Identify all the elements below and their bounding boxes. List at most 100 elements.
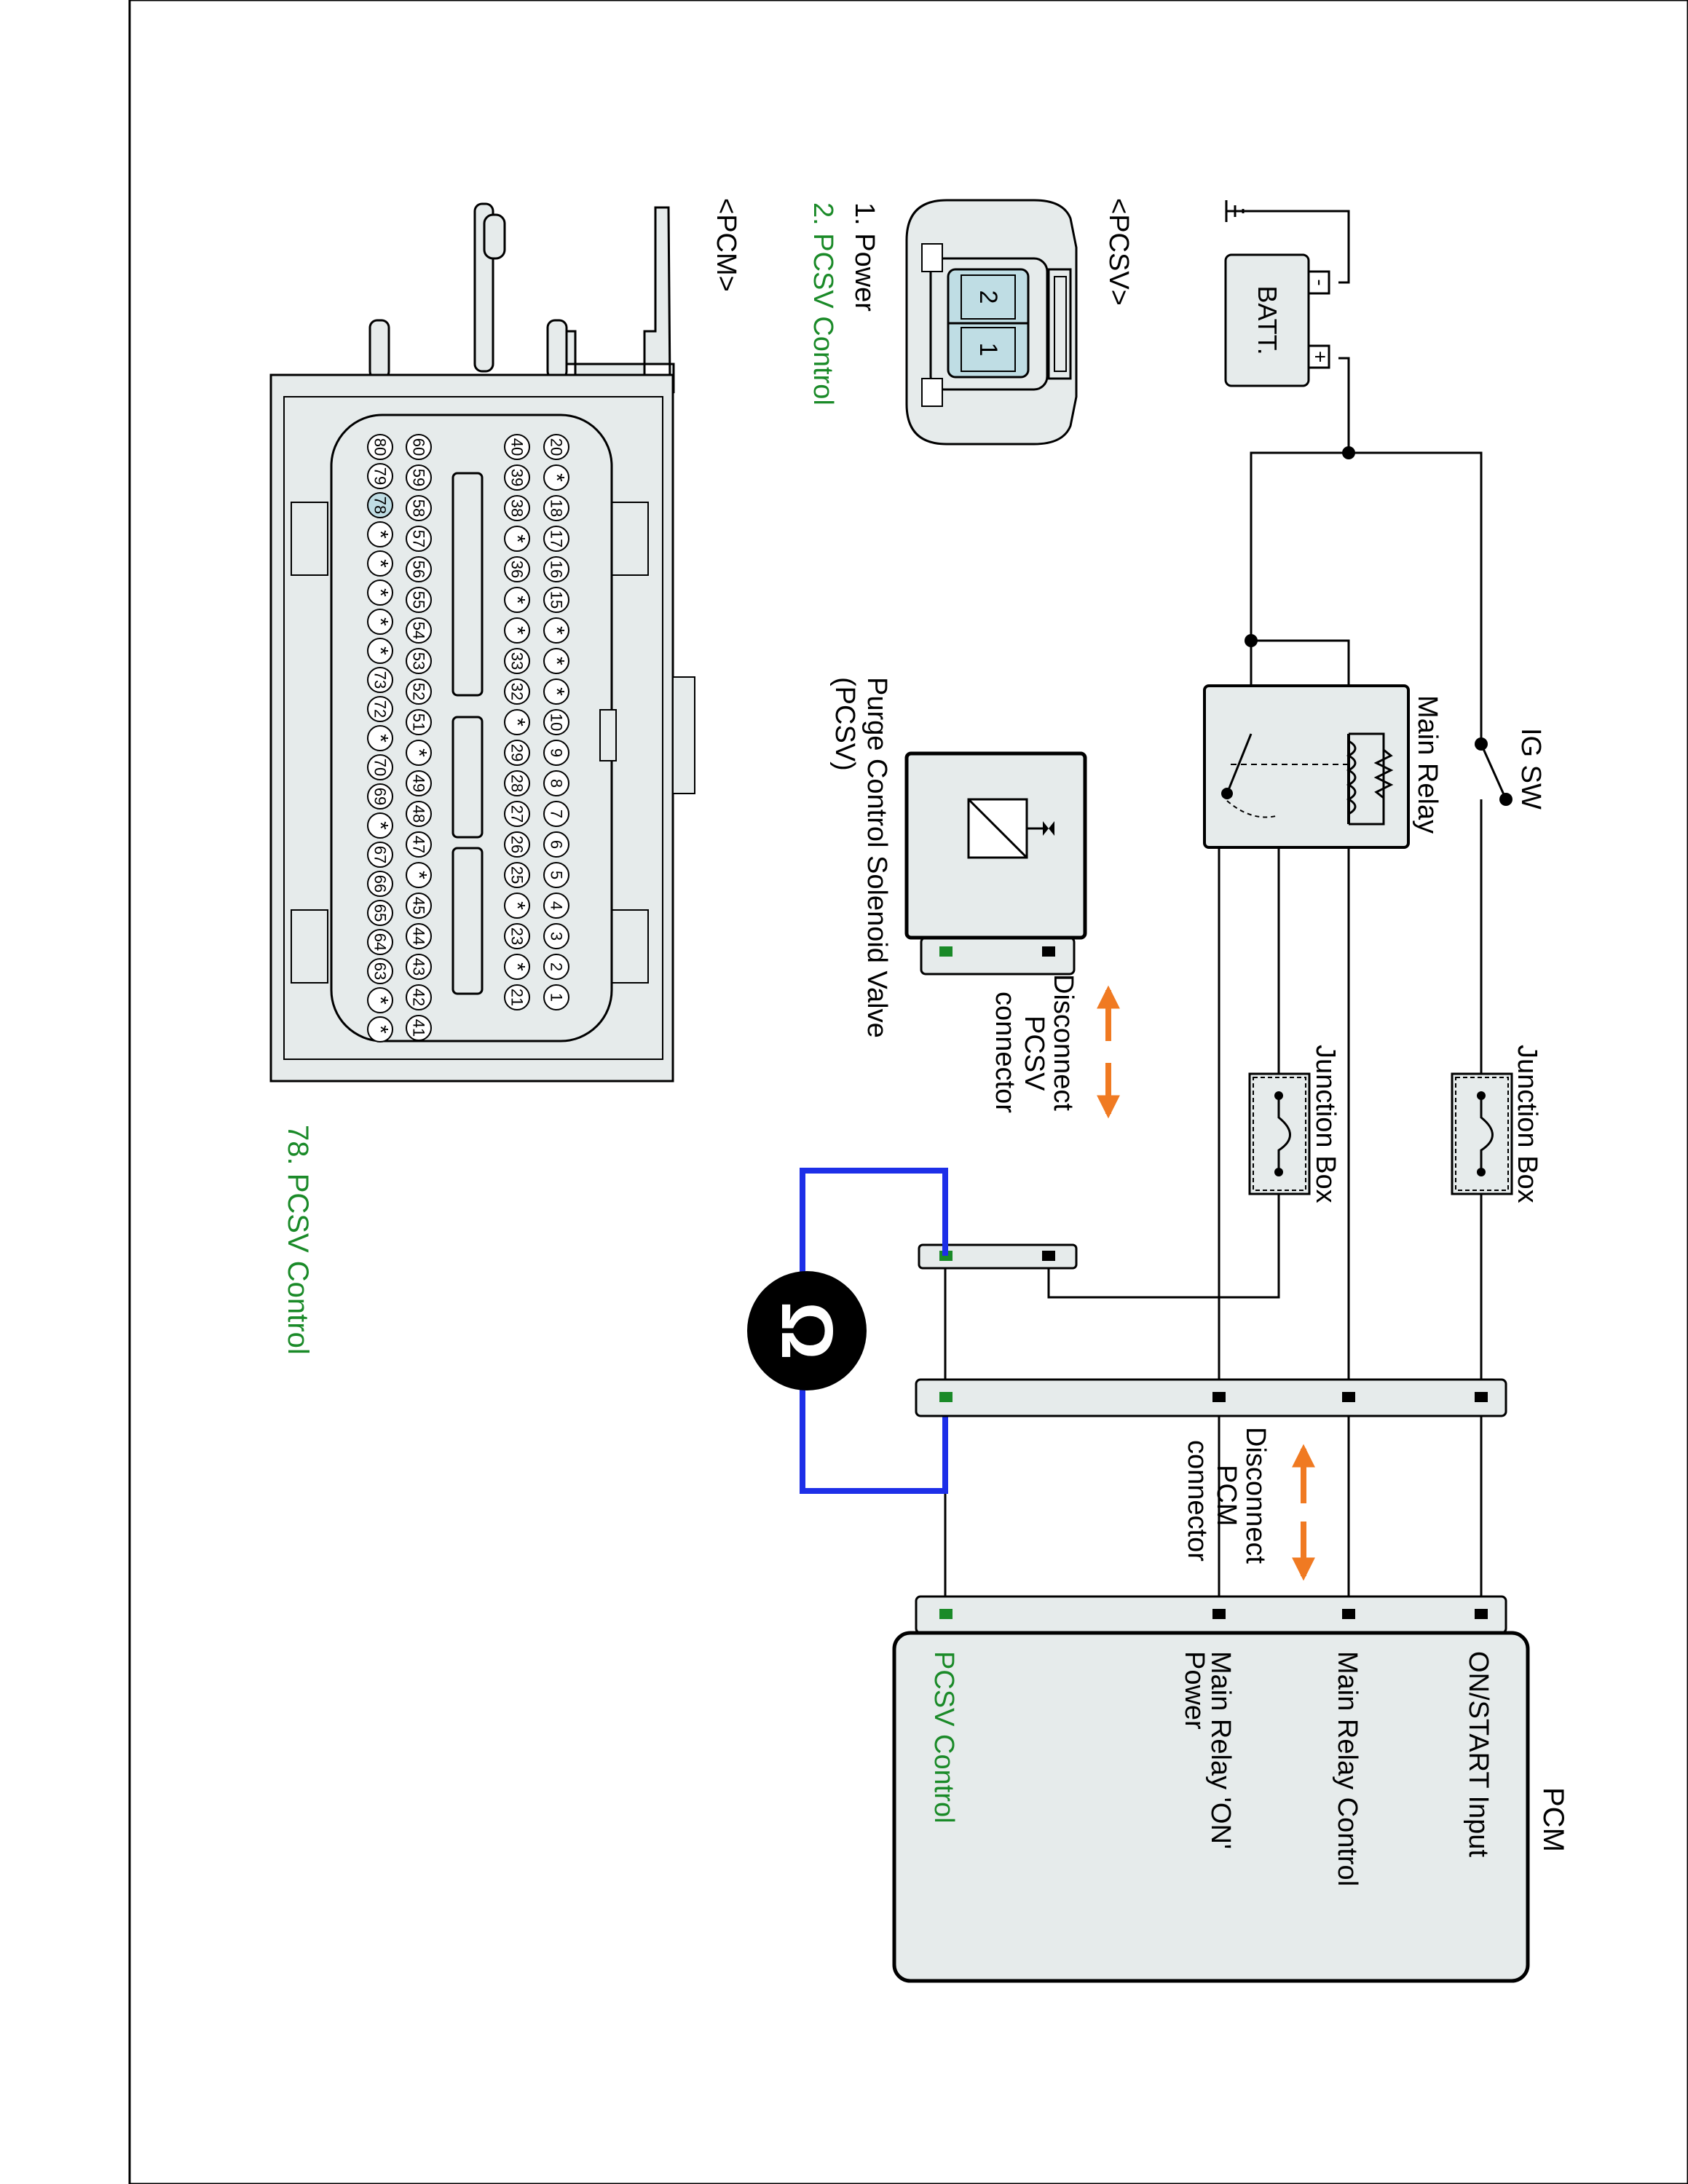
pcm-pin-label: 60 [410,438,428,456]
pcm-pin-label: 72 [371,700,390,718]
pcm-pin-label: 28 [508,775,526,792]
battery-neg-symbol: - [1309,279,1332,285]
pcm-pin-label: * [407,871,431,879]
pcm-pin-circle [504,801,530,827]
page-frame [128,0,1688,2184]
pcm-pin-label: * [368,734,393,743]
pcm-pin-circle [367,725,393,751]
pcsv-pin-label-1: 1. Power [849,202,880,312]
pcm-pin-label: 52 [410,683,428,700]
pcm-pin-circle [367,696,393,722]
pcm-pin-circle [543,740,569,766]
pcm-pin-label: 26 [508,836,526,853]
pcm-pin-label: 59 [410,469,428,486]
pcm-pin-circle [543,954,569,980]
pcm-disconnect-label-3: connector [1182,1440,1212,1562]
pcm-pin-circle [406,648,432,674]
pcm-pin-circle [406,526,432,552]
pcm-pin-label: 49 [410,775,428,792]
pcm-pin-label: 16 [548,561,566,578]
pcm-pin-label: 73 [371,671,390,689]
pcm-pin-label: 40 [508,438,526,456]
pcsv-connector-title: <PCSV> [1103,198,1134,306]
pcm-connector-title: <PCM> [711,198,741,292]
pcm-pin-label: 3 [548,932,566,941]
battery-neg-terminal [1307,270,1330,295]
pcm-input-2: Main Relay Control [1332,1651,1362,1886]
pcm-pin-label: 42 [410,989,428,1006]
pcm-pin-label: * [407,748,431,757]
pcm-pin-circle [504,954,530,980]
pcm-pin-circle [543,678,569,705]
main-relay-label: Main Relay [1412,695,1443,834]
pcm-pin-label: 32 [508,683,526,700]
pcm-pin-circle [367,871,393,897]
pcsv-disconnect-label-2: PCSV [1019,1016,1049,1091]
pcm-pin-circle [406,984,432,1010]
pcm-pin-circle [367,521,393,547]
wiring [944,357,1507,1618]
pcm-pin-circle [504,770,530,796]
pcm-pin-label: 5 [548,871,566,879]
pcm-pin-label: 65 [371,904,390,922]
pcsv-pin-black [1042,946,1055,957]
pcm-pin-label: 27 [508,805,526,823]
pcm-pin-circle [543,495,569,521]
pcsv-disconnect-label-1: Disconnect [1048,974,1078,1111]
pcm-pin-label: 66 [371,875,390,893]
pcm-pin-label: 17 [548,530,566,547]
pcm-pin-circle [367,754,393,780]
pcm-pin-label: * [368,588,393,597]
pcm-pin-label: 15 [548,591,566,609]
pcm-pin-circle [504,984,530,1010]
pcm-pin-label: 7 [548,810,566,818]
pcm-pin-label: * [505,534,529,543]
pcm-pin-circle [406,801,432,827]
pcm-pin-circle [504,893,530,919]
pcm-pin-circle [367,638,393,664]
pcm-pin-label: 25 [508,866,526,884]
pcm-pin-circle [543,617,569,644]
pcm-pin-label: 47 [410,836,428,853]
pcm-pin-circle [406,617,432,644]
pcm-pin-circle [406,831,432,858]
pcm-pin-label: 78 [371,496,390,514]
pcm-pin-label: * [505,718,529,727]
battery-pos-terminal [1307,344,1330,369]
pcm-pin-label: 56 [410,561,428,578]
relay-resistor-icon [1373,748,1394,799]
pcm-pin-label: 9 [548,748,566,757]
pcm-pin-label: 23 [508,927,526,945]
battery-pos-symbol: + [1309,351,1332,363]
pcm-pin-circle [406,770,432,796]
pcm-pin-circle [367,842,393,868]
pcm-pin-label: 1 [548,993,566,1002]
pcm-pin-label: 44 [410,927,428,945]
pcm-input-1: ON/START Input [1463,1651,1494,1857]
pcm-pin-circle [504,862,530,888]
pcm-pin-label: * [545,626,569,635]
valve-icon [1043,821,1054,836]
pcsv-component-label-2: (PCSV) [829,677,860,771]
pcm-pin-label: 51 [410,713,428,731]
pcm-pin-circle [367,783,393,810]
pcm-pin-label: * [368,646,393,655]
pcm-pin-circle [406,678,432,705]
pcm-pin-circle [543,464,569,491]
pcm-pin-label: * [368,821,393,830]
pcm-pin-label: 53 [410,652,428,670]
pcm-pin-label: * [368,530,393,539]
pcm-module: PCM ON/START Input Main Relay Control Ma… [892,1595,1569,1983]
pcm-pin-label: 21 [508,989,526,1006]
pcm-pin-circle [367,550,393,577]
pcm-pin-label: 8 [548,779,566,788]
pcm-input-3: Main Relay 'ON' [1205,1651,1236,1849]
pcm-pin-circle [367,463,393,489]
pcm-pin-circle [543,434,569,460]
pcm-pin-circle [543,831,569,858]
pcm-pin-circle [367,812,393,839]
pcm-pin-label: 70 [371,759,390,776]
pcm-pin-circle [543,862,569,888]
pcm-pin-circle [543,801,569,827]
battery [1224,253,1310,387]
